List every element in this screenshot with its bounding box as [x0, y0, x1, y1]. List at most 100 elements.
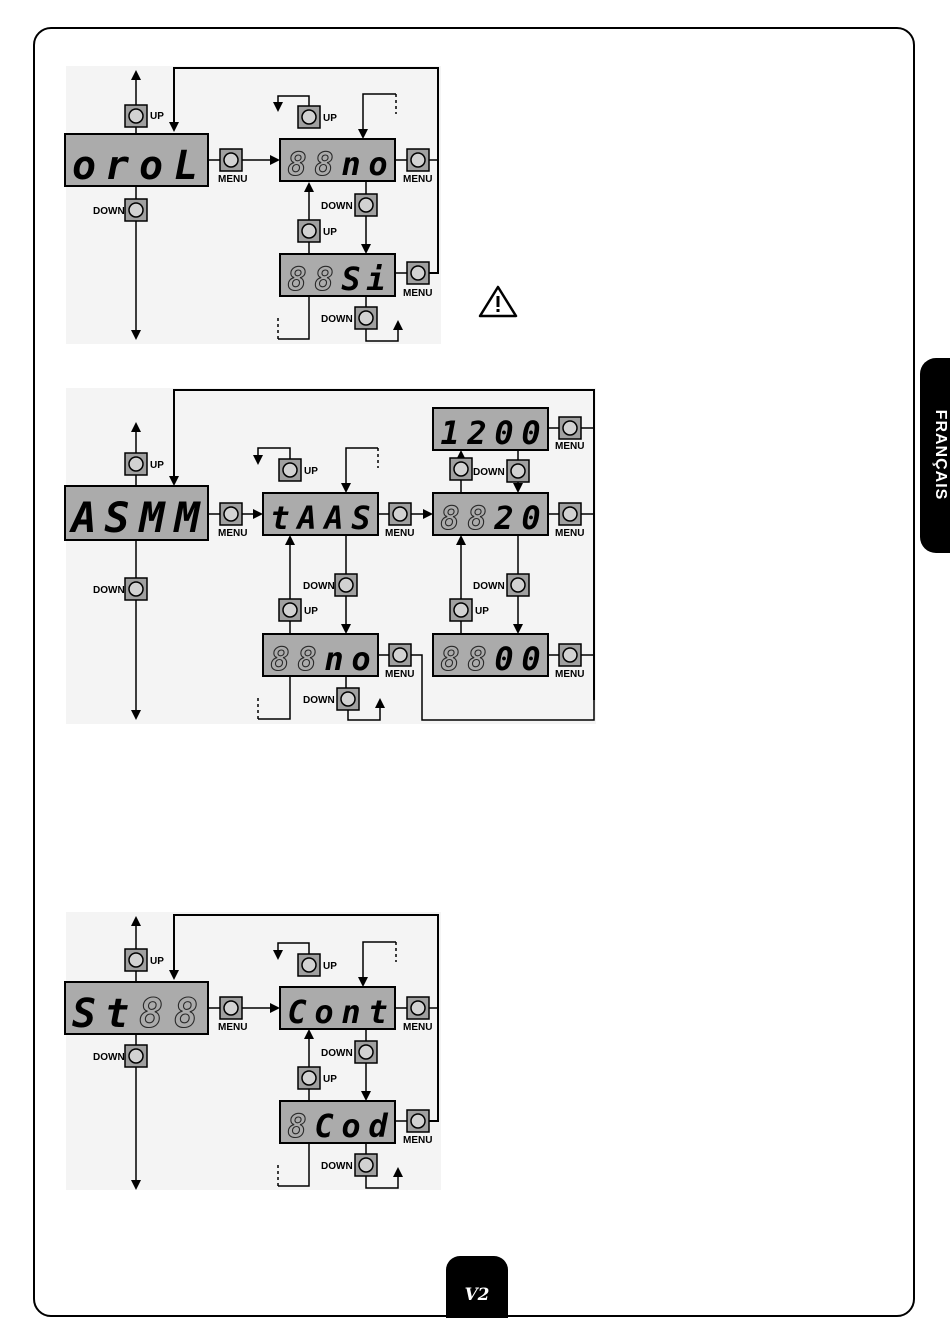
menu-button[interactable]: MENU — [403, 1110, 432, 1146]
digit: S — [104, 493, 129, 542]
up-label: UP — [323, 961, 337, 972]
menu-label: MENU — [218, 528, 247, 539]
digit: A — [322, 499, 343, 537]
digit: A — [295, 499, 316, 537]
down-label: DOWN — [321, 1161, 353, 1172]
menu-button[interactable]: MENU — [403, 149, 432, 185]
menu-label: MENU — [218, 1022, 247, 1033]
menu-label: MENU — [403, 1135, 432, 1146]
down-label: DOWN — [321, 314, 353, 325]
digit: o — [351, 640, 370, 678]
down-label: DOWN — [93, 1052, 125, 1063]
digit: t — [270, 499, 289, 537]
digit: 0 — [521, 499, 540, 537]
digit: 2 — [493, 499, 513, 537]
digit: 0 — [494, 640, 513, 678]
menu-button[interactable]: MENU — [555, 503, 584, 539]
digit: 8 — [467, 640, 486, 678]
down-label: DOWN — [321, 1048, 353, 1059]
digit: 8 — [467, 499, 486, 537]
digit: 8 — [270, 640, 289, 678]
menu-label: MENU — [555, 528, 584, 539]
digit: 8 — [440, 640, 459, 678]
down-label: DOWN — [321, 201, 353, 212]
digit: o — [314, 993, 333, 1031]
menu-button[interactable]: MENU — [403, 997, 432, 1033]
up-label: UP — [304, 606, 318, 617]
digit: 2 — [466, 414, 486, 452]
digit: n — [341, 145, 360, 183]
digit: d — [368, 1107, 388, 1145]
menu-label: MENU — [555, 669, 584, 680]
down-label: DOWN — [93, 206, 125, 217]
menu-button[interactable]: MENU — [555, 417, 584, 452]
value-display-120: 1 2 0 0 — [433, 408, 548, 452]
menu-label: MENU — [403, 1022, 432, 1033]
menu-label: MENU — [403, 174, 432, 185]
menu-label: MENU — [385, 669, 414, 680]
option-display-si: 8 8 S i — [280, 254, 395, 298]
menu-button[interactable]: MENU — [555, 644, 584, 680]
digit: 0 — [521, 640, 540, 678]
digit: 8 — [287, 1107, 306, 1145]
digit: M — [137, 493, 166, 542]
digit: 0 — [521, 414, 540, 452]
warning-triangle-icon — [480, 287, 516, 316]
digit: 8 — [287, 145, 306, 183]
digit: 8 — [174, 991, 198, 1037]
digit: C — [287, 993, 307, 1031]
digit: r — [105, 143, 129, 189]
section3-panel — [66, 912, 441, 1190]
digit: 8 — [297, 640, 316, 678]
digit: 8 — [287, 260, 306, 298]
option-display-no: 8 8 n o — [280, 139, 395, 183]
option-display-no: 8 8 n o — [263, 634, 378, 678]
digit: o — [368, 145, 387, 183]
digit: A — [68, 493, 96, 542]
digit: 8 — [440, 499, 459, 537]
digit: S — [351, 499, 370, 537]
main-display-asmm: A S M M — [65, 486, 208, 542]
digit: 8 — [314, 145, 333, 183]
menu-label: MENU — [555, 441, 584, 452]
digit: t — [105, 991, 129, 1037]
down-label: DOWN — [473, 581, 505, 592]
down-label: DOWN — [303, 581, 335, 592]
digit: C — [314, 1107, 334, 1145]
main-display-orol: o r o L — [65, 134, 208, 189]
up-label: UP — [323, 1074, 337, 1085]
menu-label: MENU — [385, 528, 414, 539]
down-label: DOWN — [303, 695, 335, 706]
digit: L — [174, 143, 198, 189]
up-label: UP — [150, 460, 164, 471]
down-label: DOWN — [93, 585, 125, 596]
menu-button[interactable]: MENU — [385, 644, 414, 680]
up-label: UP — [323, 227, 337, 238]
digit: n — [341, 993, 360, 1031]
down-label: DOWN — [473, 467, 505, 478]
digit: S — [72, 991, 96, 1037]
up-label: UP — [150, 956, 164, 967]
menu-label: MENU — [403, 288, 432, 299]
option-display-cont: C o n t — [280, 987, 395, 1031]
value-display-00: 8 8 0 0 — [433, 634, 548, 678]
main-display-st: S t 8 8 — [65, 982, 208, 1037]
up-label: UP — [475, 606, 489, 617]
digit: S — [341, 260, 360, 298]
digit: o — [341, 1107, 360, 1145]
digit: M — [172, 493, 201, 542]
section1-panel — [66, 66, 441, 344]
digit: 8 — [314, 260, 333, 298]
digit: o — [72, 143, 96, 189]
digit: 1 — [440, 414, 459, 452]
digit: o — [139, 143, 163, 189]
digit: 0 — [494, 414, 513, 452]
value-display-20: 8 8 2 0 — [433, 493, 548, 537]
digit: 8 — [139, 991, 163, 1037]
option-display-taas: t A A S — [263, 493, 378, 537]
menu-button[interactable]: MENU — [385, 503, 414, 539]
menu-button[interactable]: MENU — [403, 262, 432, 299]
up-label: UP — [323, 113, 337, 124]
option-display-cod: 8 C o d — [280, 1101, 395, 1145]
digit: n — [324, 640, 343, 678]
